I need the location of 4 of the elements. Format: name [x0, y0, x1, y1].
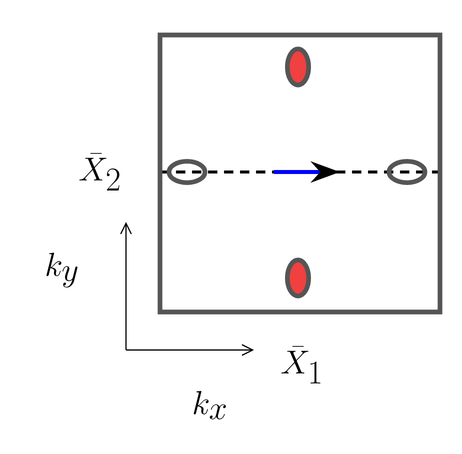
axis-label: $k_y$ — [46, 252, 78, 288]
axis-label: $k_x$ — [194, 391, 226, 420]
axis-label: $\bar{X}_2$ — [79, 153, 120, 190]
axis-label: $\bar{X}_1$ — [281, 346, 320, 384]
